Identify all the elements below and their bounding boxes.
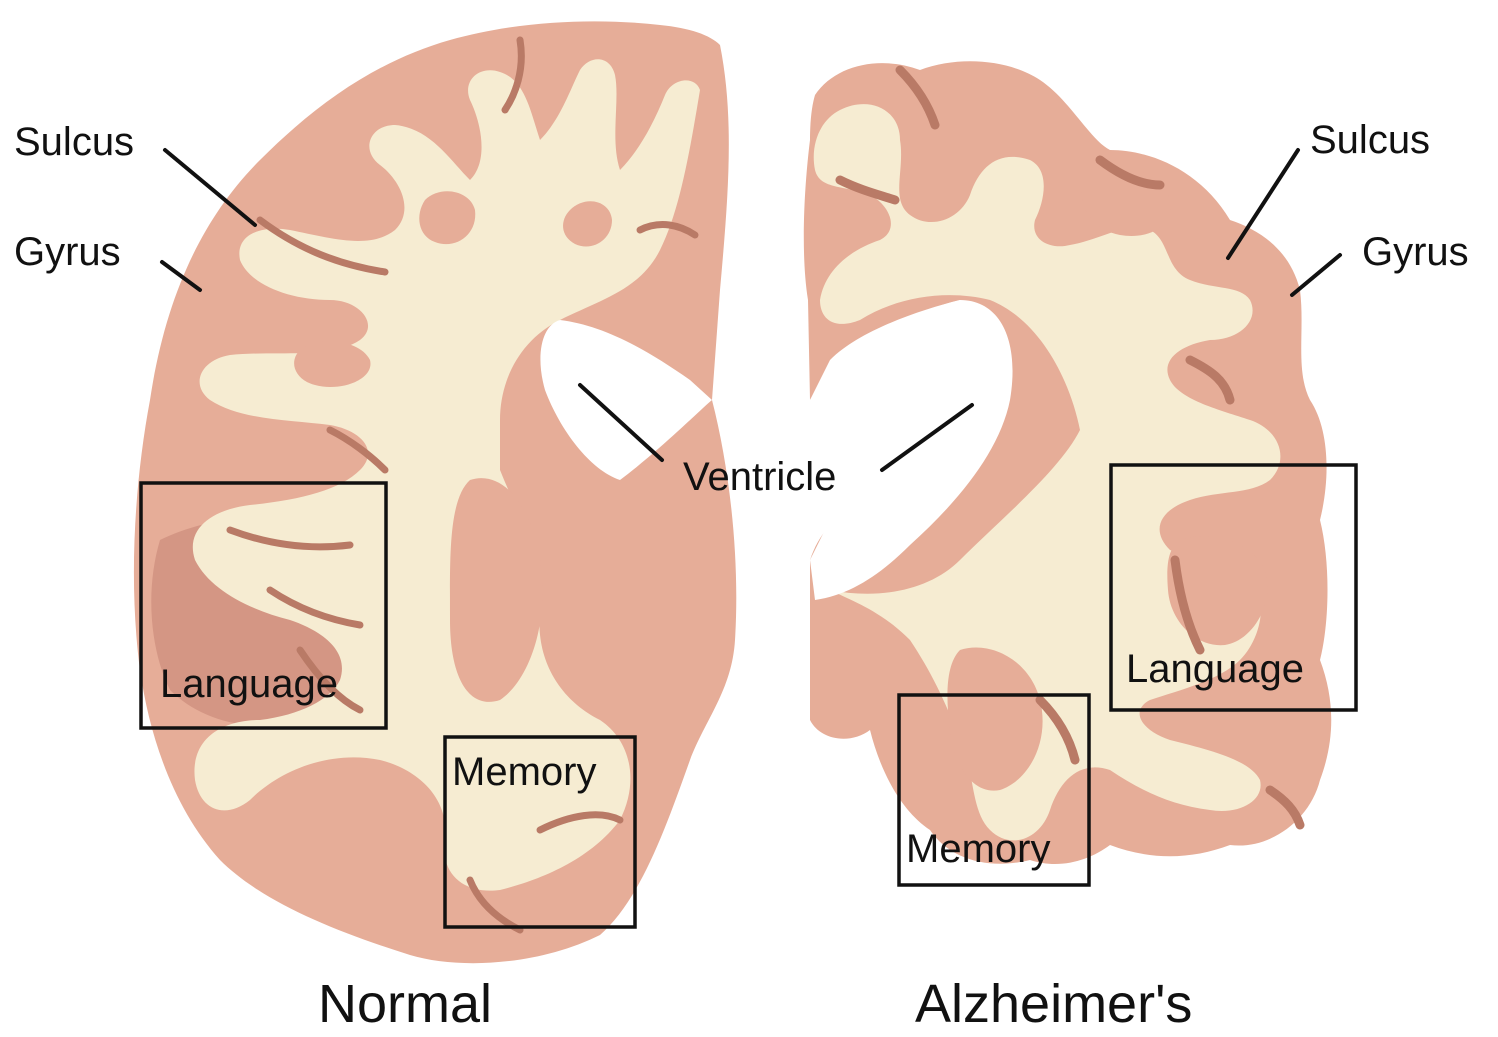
alzheimers-language-label: Language [1126,647,1304,691]
normal-brain-section [134,21,736,963]
alzheimers-sulcus-label: Sulcus [1310,118,1430,162]
normal-memory-label: Memory [452,750,596,794]
normal-language-label: Language [160,662,338,706]
alzheimers-brain-section [804,61,1331,864]
ventricle-label: Ventricle [683,455,836,499]
alzheimers-gyrus-label: Gyrus [1362,230,1469,274]
normal-sulcus-label: Sulcus [14,120,134,164]
alzheimers-title: Alzheimer's [915,974,1192,1032]
normal-gyrus-label: Gyrus [14,230,121,274]
alzheimers-gyrus-leader [1292,255,1340,295]
normal-title: Normal [318,974,492,1032]
alzheimers-memory-label: Memory [906,827,1050,871]
